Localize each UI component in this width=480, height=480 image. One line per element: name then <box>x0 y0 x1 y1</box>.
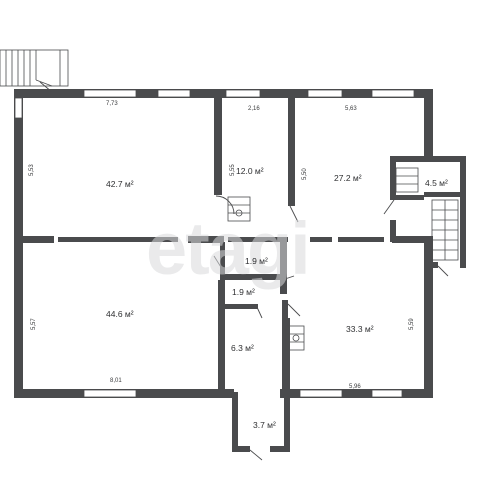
dimension-label: 5,63 <box>345 106 357 112</box>
wall-corr-v2 <box>280 242 287 294</box>
window <box>83 389 137 398</box>
wall-int-v2 <box>288 89 295 206</box>
door <box>289 205 299 223</box>
dimension-label: 8,01 <box>110 378 122 384</box>
window <box>371 89 415 98</box>
wall-bottom-right <box>280 389 433 398</box>
dimension-label: 5,53 <box>29 164 35 176</box>
wall-right-room <box>284 318 290 392</box>
watermark: etagi <box>146 207 309 290</box>
doors <box>39 81 449 461</box>
room-area-label: 27.2 м² <box>334 173 362 183</box>
door <box>287 303 301 317</box>
wall-mid-h2 <box>58 237 178 242</box>
wall-mid-h7 <box>392 236 433 243</box>
room-area-label: 33.3 м² <box>346 324 374 334</box>
door <box>249 449 263 461</box>
wall-right-lower <box>424 238 433 397</box>
window <box>83 89 137 98</box>
window <box>225 89 261 98</box>
door <box>39 81 53 93</box>
dimension-label: 5,96 <box>349 384 361 390</box>
room-area-label: 12.0 м² <box>236 166 264 176</box>
wall-stair-bottom <box>390 195 424 200</box>
room-area-label: 1.9 м² <box>245 256 268 266</box>
window <box>157 89 191 98</box>
wall-stair-left <box>390 156 396 198</box>
wall-vest-left <box>232 392 238 452</box>
room-area-label: 1.9 м² <box>232 287 255 297</box>
door <box>437 265 449 277</box>
wall-top-right <box>290 89 433 98</box>
window <box>371 389 403 398</box>
door <box>255 304 263 319</box>
wall-corr-v1 <box>220 242 225 274</box>
wall-annex-top <box>424 156 466 162</box>
window <box>299 389 343 398</box>
wall-mid-h4 <box>228 237 288 242</box>
room-area-label: 44.6 м² <box>106 309 134 319</box>
dimension-label: 2,16 <box>248 106 260 112</box>
door <box>213 255 225 273</box>
room-area-label: 6.3 м² <box>231 343 254 353</box>
wall-annex-mid <box>424 192 466 197</box>
wall-int-v1 <box>214 89 222 195</box>
window <box>307 89 343 98</box>
wall-mid-h1 <box>14 236 54 243</box>
dimension-label: 5,50 <box>302 168 308 180</box>
wall-vest-bottom <box>232 446 250 452</box>
wall-annex-bottom <box>424 262 438 268</box>
wall-right-upper <box>424 89 433 162</box>
dimension-label: 5,59 <box>409 318 415 330</box>
wall-vest-right <box>284 392 290 452</box>
wall-small-h1 <box>222 304 258 309</box>
dimension-label: 5,57 <box>31 318 37 330</box>
wall-corr-h1 <box>220 274 282 280</box>
entrance-stairs <box>0 49 69 87</box>
room-area-label: 42.7 м² <box>106 179 134 189</box>
windows <box>14 89 415 398</box>
inner-stairs <box>227 167 459 351</box>
wall-stair-top <box>390 156 434 162</box>
dimension-label: 5,55 <box>230 164 236 176</box>
room-area-label: 4.5 м² <box>425 178 448 188</box>
wall-annex-right <box>460 156 466 268</box>
window <box>14 97 23 119</box>
wall-mid-h6 <box>338 237 384 242</box>
wall-mid-h5 <box>310 237 332 242</box>
wall-small-v1 <box>218 280 225 395</box>
wall-vest-bottom2 <box>270 446 290 452</box>
door <box>215 195 235 215</box>
wall-stair-left2 <box>390 220 396 242</box>
dimension-label: 7,73 <box>106 101 118 107</box>
wall-mid-h3 <box>188 236 224 243</box>
door <box>281 275 295 281</box>
room-area-label: 3.7 м² <box>253 420 276 430</box>
door <box>383 199 395 215</box>
